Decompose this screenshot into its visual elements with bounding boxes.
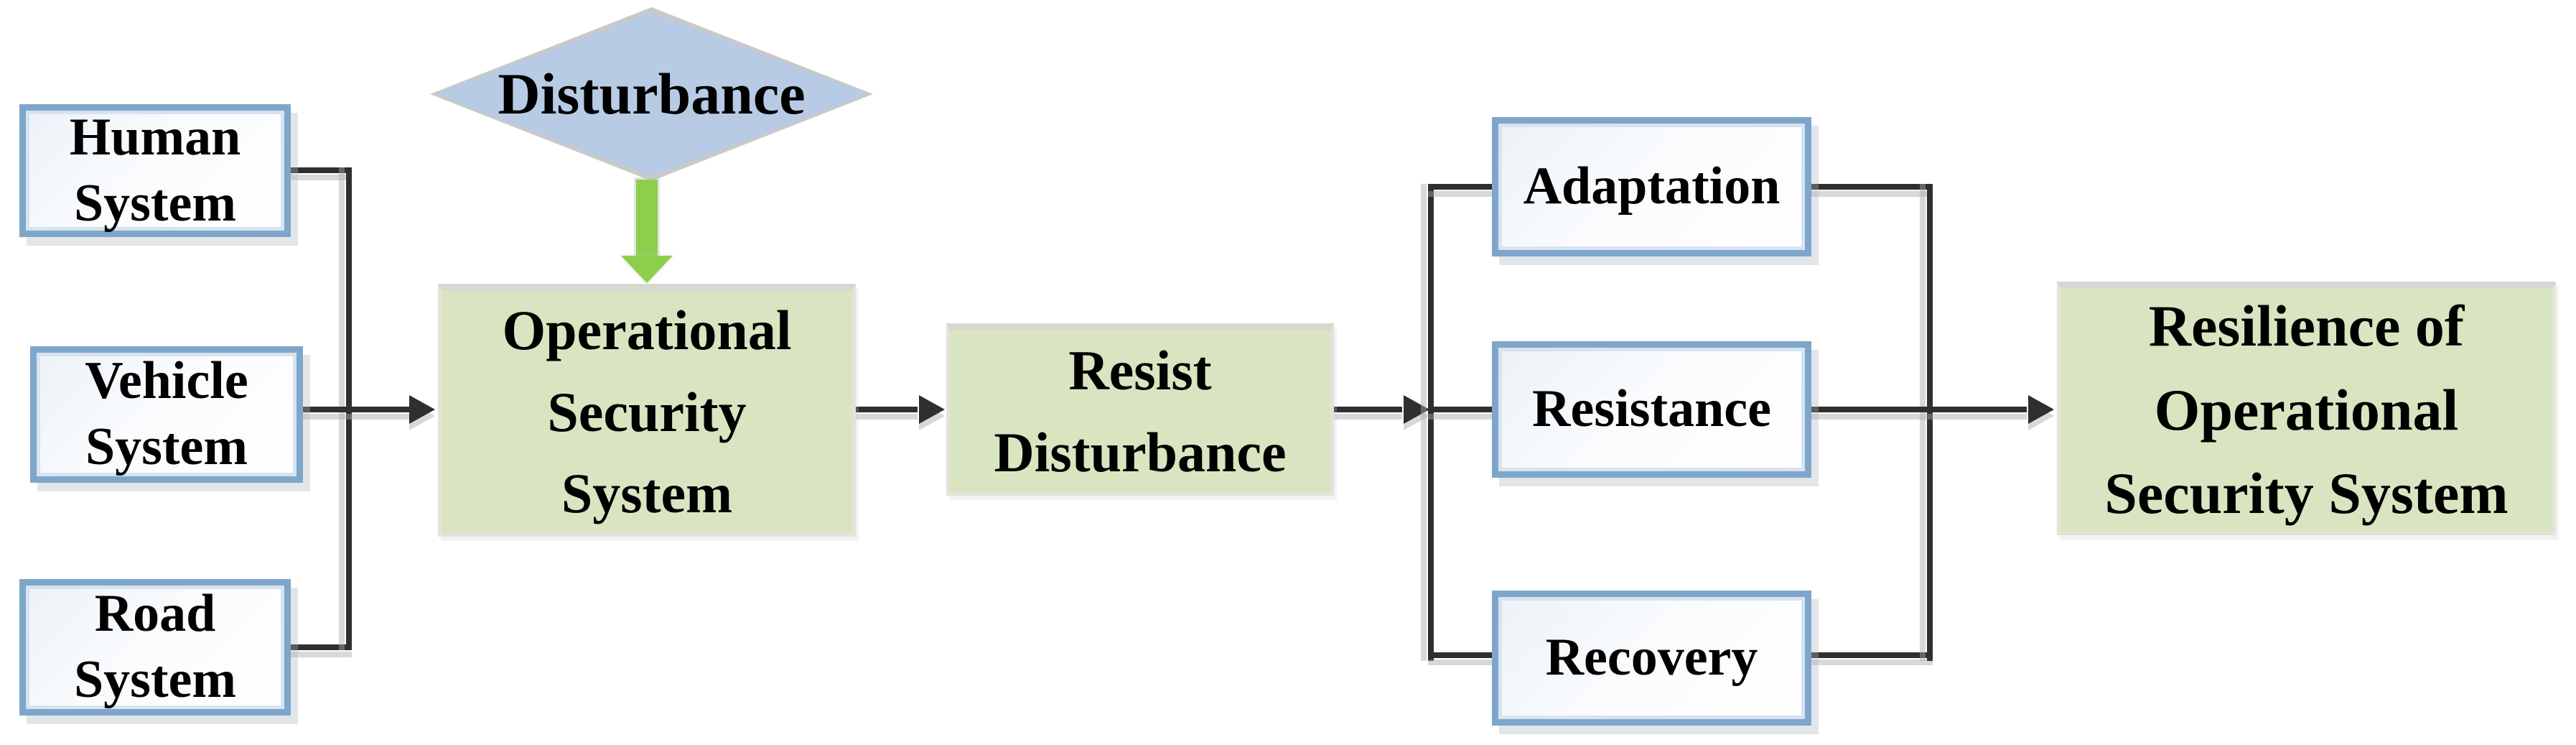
resist-disturbance-node: Resist Disturbance [946,323,1334,496]
human-system-label: Human System [69,107,241,233]
connector-recovery-out [1809,652,1933,658]
adaptation-label: Adaptation [1523,157,1781,216]
operational-security-system-node: Operational Security System [438,284,856,537]
recovery-node: Recovery [1492,591,1811,726]
human-system-node: Human System [19,104,291,237]
resist-disturbance-label: Resist Disturbance [994,338,1287,483]
connector-into-recovery [1428,652,1495,658]
connector-into-adaptation [1428,184,1495,190]
disturbance-down-arrow-stem-icon [636,180,658,257]
connector-resistance-to-resilience [1809,407,2027,412]
connector-right-collector [1927,184,1933,661]
adaptation-node: Adaptation [1492,117,1811,256]
resistance-label: Resistance [1532,379,1771,439]
disturbance-label: Disturbance [498,61,806,127]
resistance-node: Resistance [1492,341,1811,478]
vehicle-system-node: Vehicle System [30,346,303,483]
disturbance-down-arrow-head-icon [621,256,673,283]
connector-road-out [287,644,352,650]
vehicle-system-label: Vehicle System [85,351,248,476]
connector-resist-to-branch [1334,407,1402,412]
disturbance-diamond: Disturbance [430,7,873,181]
connector-operational-to-resist [856,407,918,412]
operational-security-system-label: Operational Security System [502,298,792,525]
arrowhead-into-operational-icon [409,395,435,424]
arrowhead-into-branch-icon [1404,395,1429,424]
connector-into-resistance [1428,407,1495,412]
road-system-node: Road System [19,579,291,716]
connector-branch-vertical [1428,184,1434,661]
resilience-node: Resilience of Operational Security Syste… [2057,282,2556,535]
connector-human-out [287,167,352,173]
road-system-label: Road System [73,584,237,709]
recovery-label: Recovery [1545,628,1758,688]
arrowhead-into-resist-icon [919,395,945,424]
arrowhead-into-resilience-icon [2028,395,2054,424]
connector-adaptation-out [1809,184,1933,190]
connector-vehicle-to-operational [300,407,412,412]
resilience-label: Resilience of Operational Security Syste… [2104,293,2509,527]
